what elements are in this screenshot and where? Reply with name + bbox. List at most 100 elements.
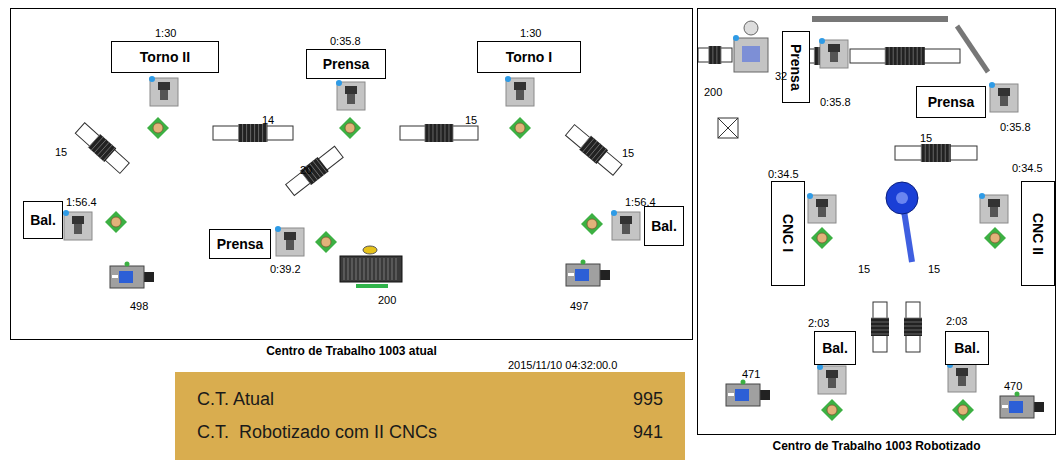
station-part [988, 199, 1000, 207]
conveyor-load [885, 47, 925, 65]
roller-line [388, 258, 389, 280]
roller-line [254, 124, 255, 142]
operator-icon [952, 399, 974, 421]
conveyor-icon [850, 47, 960, 65]
station-icon [817, 364, 846, 394]
roller-line [444, 124, 445, 142]
station-part [160, 90, 168, 100]
machine-name: Prensa [788, 44, 804, 91]
roller-line [246, 124, 247, 142]
roller-line [344, 258, 345, 280]
sink-mark [1002, 405, 1008, 408]
roller-line [904, 326, 922, 327]
result-table: C.T. Atual995C.T. Robotizado com II CNCs… [175, 372, 685, 460]
operator-head [958, 405, 968, 415]
station-part [828, 44, 840, 52]
roller-line [933, 144, 934, 162]
count-label: 20 [300, 164, 312, 176]
station-part [74, 224, 82, 234]
operator-icon [105, 211, 127, 233]
operator-head [515, 123, 525, 133]
station-part [826, 370, 838, 378]
station-body [820, 40, 848, 68]
operator-icon [339, 117, 361, 139]
station-part [158, 82, 170, 90]
station-body [276, 228, 304, 256]
conveyor-frame [75, 123, 129, 174]
roller-line [579, 136, 591, 150]
roller-line [913, 47, 914, 65]
machine-box: Torno I [477, 41, 581, 73]
count-label: 15 [920, 132, 932, 144]
loader-body [734, 38, 768, 72]
station-body [980, 195, 1008, 223]
roller-line [452, 124, 453, 142]
roller-line [372, 258, 373, 280]
roller-line [889, 47, 890, 65]
operator-head [587, 219, 597, 229]
roller-line [937, 144, 938, 162]
result-name: C.T. Robotizado com II CNCs [197, 422, 633, 443]
machine-name: Bal. [954, 340, 980, 356]
roller-line [392, 258, 393, 280]
loader-part [742, 46, 760, 62]
conveyor-frame [286, 146, 343, 195]
station-icon [149, 76, 178, 106]
roller-line [871, 330, 889, 331]
roller-line [582, 138, 594, 152]
roller-line [348, 258, 349, 280]
station-icon [807, 193, 836, 223]
roller-line [94, 140, 106, 153]
status-dot [979, 193, 985, 199]
roller-line [904, 322, 922, 323]
roller-line [103, 148, 115, 161]
station-part [284, 232, 296, 240]
operator-icon [509, 117, 531, 139]
station-part [998, 88, 1010, 96]
roller-line [242, 124, 243, 142]
roller-line [352, 258, 353, 280]
station-part [958, 376, 966, 386]
sink-window [119, 271, 133, 283]
machine-box: Bal. [23, 201, 63, 239]
station-icon [819, 38, 848, 68]
roller-line [716, 46, 717, 64]
station-part [1000, 96, 1008, 106]
operator-icon [581, 213, 603, 235]
conveyor-icon [74, 121, 131, 175]
roller-line [424, 124, 425, 142]
roller-line [897, 47, 898, 65]
roller-line [360, 258, 361, 280]
sink-body [566, 264, 600, 286]
count-label: 498 [130, 300, 148, 312]
roller-line [396, 258, 397, 280]
cycle-time: 0:35.8 [820, 96, 851, 108]
operator-base [821, 399, 843, 421]
crate-cross [718, 118, 738, 138]
operator-base [315, 231, 337, 253]
conveyor-load [239, 124, 268, 142]
roller-line [917, 47, 918, 65]
roller-line [88, 134, 100, 147]
operator-head [153, 123, 163, 133]
station-body [337, 82, 365, 110]
station-part [72, 216, 84, 224]
roller-line [436, 124, 437, 142]
roller-line [313, 161, 324, 175]
station-part [622, 224, 630, 234]
roller-line [266, 124, 267, 142]
count-label: 15 [622, 147, 634, 159]
status-dot [741, 380, 746, 385]
machine-name: CNC I [780, 214, 796, 252]
station-body [948, 364, 976, 392]
loader-arm [744, 21, 758, 35]
machine-name: Bal. [651, 218, 677, 234]
source-sink-icon [726, 380, 770, 407]
conveyor-icon [564, 123, 623, 177]
status-dot [807, 193, 813, 199]
operator-base [581, 213, 603, 235]
sink-window [575, 269, 589, 281]
roller-line [97, 142, 109, 155]
crate-icon [718, 118, 738, 138]
source-sink-icon [110, 262, 154, 289]
